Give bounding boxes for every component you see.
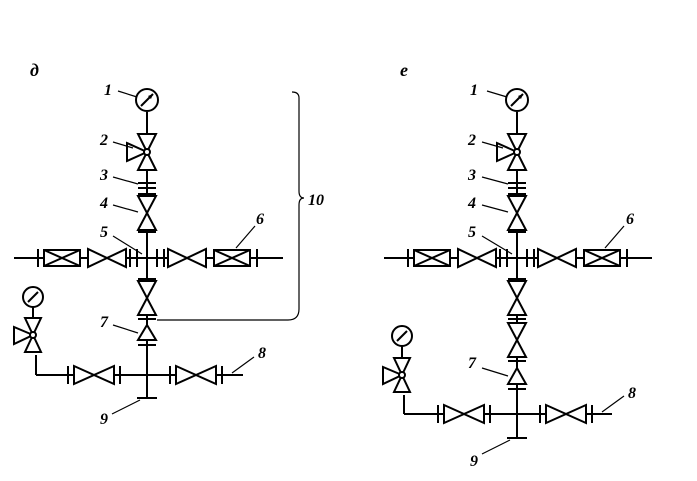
- leader-lower-valve-e: [481, 367, 509, 377]
- gate-valve-outlet-left-b: [91, 364, 115, 386]
- label-cross-e: 5: [468, 224, 476, 241]
- side-three-way-valve-bottom: [23, 332, 43, 353]
- gate-valve-lower-2-e-b: [506, 337, 528, 358]
- diagram-d: д 1 2 3 4 5: [13, 60, 324, 428]
- three-way-valve-bottom: [136, 149, 158, 171]
- gate-valve-left-e: [457, 247, 480, 269]
- label-lower-valve: 7: [100, 314, 109, 331]
- label-bracket: 10: [308, 192, 324, 209]
- side-three-way-valve-bottom-e: [392, 372, 412, 393]
- label-cross: 5: [100, 224, 108, 241]
- label-3way-e: 2: [467, 132, 476, 149]
- gate-valve-outlet-left: [73, 364, 97, 386]
- gate-valve-left-b: [104, 247, 127, 269]
- gate-valve-lower-b: [136, 295, 158, 316]
- check-valve-icon: [136, 323, 158, 341]
- gauge-needle-tip: [148, 94, 153, 99]
- leader-3way: [112, 141, 134, 149]
- gate-valve-lower: [136, 280, 158, 301]
- leader-outlet: [231, 356, 255, 374]
- leader-outlet-e: [601, 395, 625, 413]
- label-base: 9: [100, 411, 108, 428]
- side-three-way-valve-side: [13, 325, 36, 346]
- gate-valve-outlet-right-b: [193, 364, 217, 386]
- side-three-way-valve-top: [23, 317, 43, 338]
- label-outlet: 8: [258, 345, 266, 362]
- three-way-valve-top-e: [506, 133, 528, 155]
- three-way-valve-center-e: [513, 148, 521, 156]
- label-flange: 3: [99, 167, 108, 184]
- gate-valve-icon: [136, 195, 158, 216]
- leader-cross-e: [481, 235, 513, 255]
- gate-valve-outlet-left-e-b: [461, 403, 485, 425]
- check-valve-icon-e: [506, 365, 528, 385]
- diagram-e: е 1 2 3 4 5: [382, 60, 652, 470]
- side-gauge-needle-e: [396, 330, 408, 342]
- leader-base-e: [481, 439, 511, 455]
- gate-valve-icon-e-b: [506, 210, 528, 231]
- three-way-valve-top: [136, 133, 158, 155]
- label-lower-valve-e: 7: [468, 355, 477, 372]
- side-three-way-valve-center: [29, 331, 37, 339]
- gauge-needle-tip-e: [518, 94, 523, 99]
- label-3way: 2: [99, 132, 108, 149]
- three-way-valve-center: [143, 148, 151, 156]
- side-three-way-valve-top-e: [392, 357, 412, 378]
- side-three-way-valve-side-e: [382, 365, 405, 386]
- leader-gauge-e: [486, 90, 508, 98]
- label-flange-e: 3: [467, 167, 476, 184]
- gate-valve-lower-1-e-b: [506, 295, 528, 316]
- leader-3way-e: [481, 141, 504, 149]
- gate-valve-left-e-b: [474, 247, 497, 269]
- gate-valve-outlet-right-e: [545, 403, 569, 425]
- gate-valve-right-b: [184, 247, 207, 269]
- leader-valve-e: [481, 204, 509, 213]
- label-valve-e: 4: [467, 195, 476, 212]
- gate-valve-right-e-b: [554, 247, 577, 269]
- filter-left-x2: [43, 249, 81, 267]
- gate-valve-lower-1-e: [506, 280, 528, 301]
- side-gauge-needle: [27, 291, 39, 303]
- gate-valve-icon-lower: [136, 210, 158, 231]
- gate-valve-icon-e: [506, 195, 528, 216]
- leader-cross: [112, 235, 143, 255]
- gate-valve-right: [167, 247, 190, 269]
- side-three-way-valve-center-e: [398, 371, 406, 379]
- label-gauge: 1: [104, 82, 112, 99]
- label-filter-e: 6: [626, 211, 634, 228]
- gate-valve-outlet-right: [175, 364, 199, 386]
- filter-right-x2: [213, 249, 251, 267]
- diagram-e-title: е: [400, 60, 408, 80]
- leader-gauge: [117, 90, 138, 98]
- label-base-e: 9: [470, 453, 478, 470]
- filter-left-x2-e: [413, 249, 451, 267]
- bracket-10: [157, 91, 305, 321]
- leader-flange: [112, 176, 139, 185]
- leader-valve: [112, 204, 139, 213]
- leader-filter-e: [604, 225, 625, 249]
- label-valve: 4: [99, 195, 108, 212]
- gate-valve-lower-2-e: [506, 322, 528, 343]
- label-filter: 6: [256, 211, 264, 228]
- filter-right-x2-e: [583, 249, 621, 267]
- leader-base: [111, 399, 141, 415]
- leader-lower-valve: [112, 324, 139, 334]
- leader-flange-e: [481, 176, 509, 185]
- gate-valve-left: [87, 247, 110, 269]
- gate-valve-outlet-left-e: [443, 403, 467, 425]
- label-gauge-e: 1: [470, 82, 478, 99]
- label-outlet-e: 8: [628, 385, 636, 402]
- diagram-d-title: д: [30, 60, 39, 80]
- gate-valve-outlet-right-e-b: [563, 403, 587, 425]
- leader-filter: [235, 225, 256, 249]
- gate-valve-right-e: [537, 247, 560, 269]
- three-way-valve-bottom-e: [506, 149, 528, 171]
